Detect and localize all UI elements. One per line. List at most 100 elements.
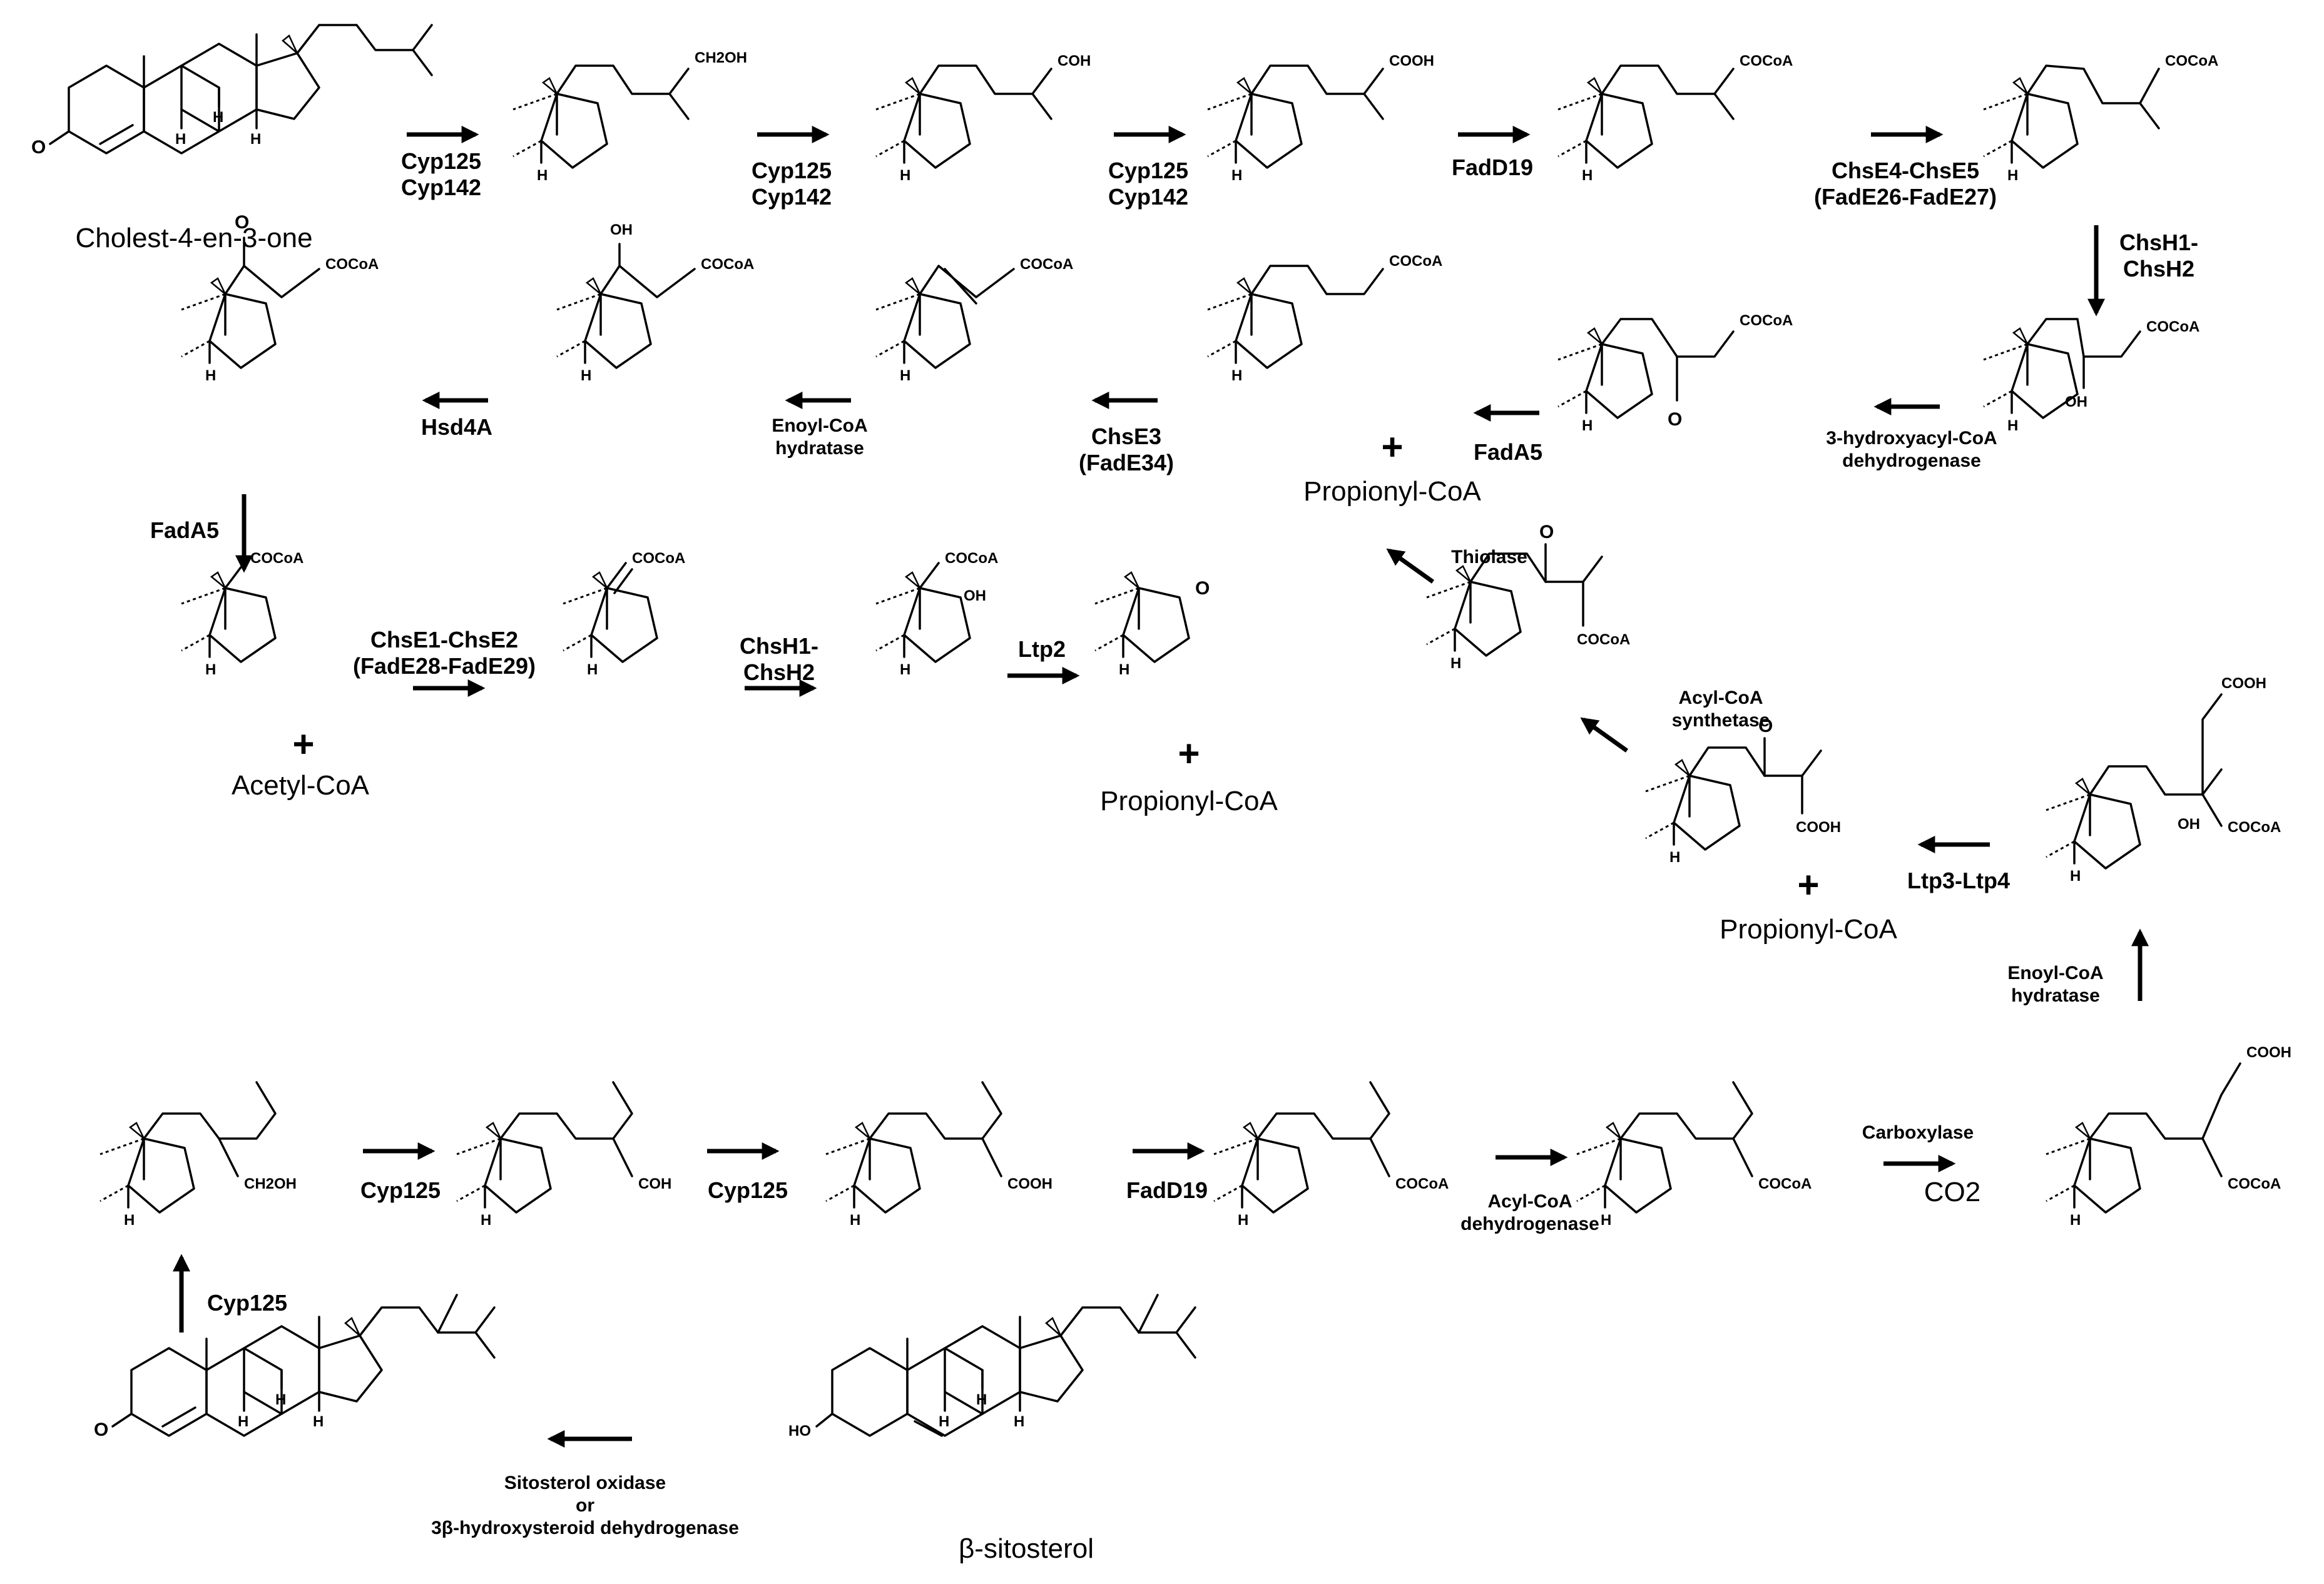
hashed-bond [1207,93,1252,111]
enzyme-label-e5: (FadE26-FadE27) [1814,184,1997,210]
hashed-bond [1645,774,1690,793]
stereo-wedge [904,277,921,295]
enzyme-label-e12: FadA5 [150,517,219,543]
hashed-bond [1557,343,1603,361]
enzyme-label-e19: Enoyl-CoA [2007,963,2103,983]
cyclopentane-ring [1585,343,1653,419]
cyclopentane-ring [1604,1137,1672,1214]
cocoa-label: COCoA [701,256,754,273]
enzyme-label-e15: Ltp2 [1018,636,1066,662]
side-chain [1031,93,1052,120]
cyclopentane-ring [2011,93,2079,169]
enzyme-label-e24: Cyp125 [360,1177,441,1203]
side-chain [143,1081,277,1140]
side-chain [599,265,696,298]
oxygen-label: O [1195,578,1210,599]
stereo-wedge [591,571,608,589]
cooh-label: COOH [1007,1175,1052,1192]
cocoa-label: COCoA [1389,253,1442,270]
side-chain [1732,1137,1753,1177]
reaction-arrow-a16 [1386,548,1435,584]
hashed-bond [875,140,905,158]
cyclopentane-ring [2011,343,2079,419]
hashed-bond [99,1184,129,1202]
cyclopentane-ring [484,1137,552,1214]
side-chain [1250,64,1384,95]
hydrogen-label: H [537,167,548,184]
enzyme-label-e9: (FadE34) [1079,450,1174,475]
cocoa-label: COCoA [1020,256,1073,273]
enzyme-label-e4: FadD19 [1452,155,1533,180]
hydrogen-label: H [900,661,910,678]
hashed-bond [1426,581,1471,599]
cyclopentane-ring [903,293,971,369]
enzyme-label-e8: FadA5 [1474,439,1542,465]
oxygen-label: O [31,137,46,158]
side-chain [1469,552,1603,583]
hashed-bond [1207,293,1252,311]
side-chain [2201,793,2223,827]
enzyme-label-e10: Enoyl-CoA [772,415,867,436]
side-chain [2089,1062,2241,1140]
stereo-wedge [1045,1317,1062,1336]
side-chain [1059,1306,1196,1337]
hashed-bond [512,140,542,158]
cooh-label: COOH [2246,1044,2291,1061]
enoyl-coa-fragment-2: H COCoA [875,256,1073,384]
side-chain [668,93,690,120]
side-chain [218,1137,239,1177]
side-chain [224,562,245,589]
oxygen-label: O [1539,522,1554,542]
hashed-bond [2046,1184,2075,1202]
enzyme-label-e18: Ltp3-Ltp4 [1907,868,2010,893]
enzyme-label-e2: Cyp125 [752,158,832,183]
cyclopentane-ring [1122,587,1190,663]
cocoa-label: COCoA [250,550,303,567]
hashed-bond [556,340,586,358]
cocoa-label: COCoA [1740,53,1793,69]
hashed-bond [1645,821,1674,840]
coh-label: COH [638,1175,671,1192]
side-chain [1688,746,1822,777]
oxygen-label: O [235,212,249,233]
cooh-label: COOH [2221,675,2266,692]
cyclopentane-ring [127,1137,195,1214]
stereo-wedge [1674,759,1691,776]
compound-label-co2: CO2 [1924,1177,1980,1207]
cocoa-label: COCoA [2228,819,2281,836]
cyclopentane-ring [853,1137,921,1214]
hydroxyl-bond [815,1413,833,1428]
cyclopentane-ring [903,587,971,663]
hydrogen-label: H [900,367,910,384]
cocoa-label: COCoA [2228,1175,2281,1192]
enzyme-label-e7: dehydrogenase [1842,450,1981,471]
enzyme-label-e26: Sitosterol oxidase [504,1473,666,1493]
side-chain [612,1137,633,1177]
enzyme-label-e20: Carboxylase [1862,1122,1974,1143]
enzyme-label-e21: Acyl-CoA [1487,1191,1572,1212]
hashed-bond [1094,634,1124,652]
compound-label-cholestenone: Cholest-4-en-3-one [75,223,312,253]
stereo-wedge [210,571,227,589]
side-chain [224,265,320,298]
stereo-wedge [1236,277,1253,295]
enzyme-label-e17: Acyl-CoA [1678,688,1763,708]
ring-d [318,1334,383,1403]
cocoa-label: COCoA [1758,1175,1812,1192]
stereo-wedge [1123,571,1140,589]
enzyme-label-e2: Cyp142 [752,184,832,210]
acyl-coa-fragment-2: H COCoA [1207,253,1442,384]
hydrogen-label: H [205,367,216,384]
hydrogen-label: H [1231,367,1242,384]
